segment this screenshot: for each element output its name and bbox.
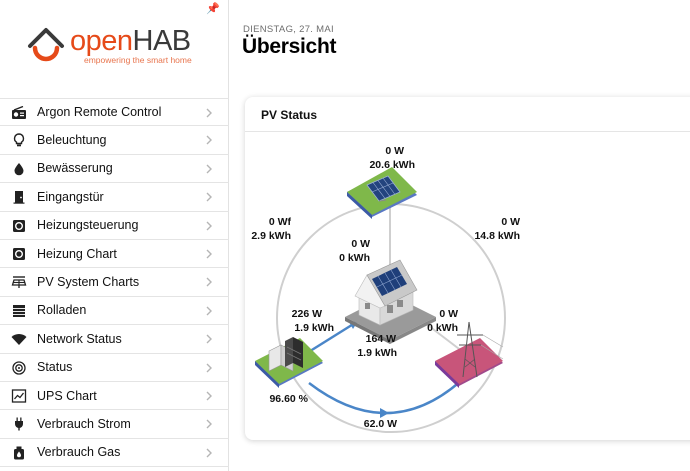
solar-panel-icon — [11, 276, 27, 289]
chevron-right-icon — [206, 334, 212, 344]
chart-icon — [11, 389, 27, 403]
chevron-right-icon — [206, 448, 212, 458]
chevron-right-icon — [206, 363, 212, 373]
page-date: DIENSTAG, 27. MAI — [243, 24, 334, 35]
sidebar-item-verbrauch-gas[interactable]: Verbrauch Gas — [0, 439, 229, 468]
card-title: PV Status — [261, 108, 318, 122]
sidebar-item-label: Eingangstür — [37, 189, 104, 204]
right-energy-label: 14.8 kWh — [474, 230, 520, 242]
sidebar-item-label: Argon Remote Control — [37, 105, 162, 120]
gas-icon — [14, 446, 24, 460]
plug-icon — [15, 417, 23, 431]
center-power-label: 0 W — [351, 238, 370, 250]
sidebar-item-label: Network Status — [37, 331, 122, 346]
sidebar-menu: Argon Remote Control Beleuchtung Bewässe… — [0, 98, 229, 468]
flow-line-battery-grid — [308, 378, 464, 415]
sidebar-item-eingangstuer[interactable]: Eingangstür — [0, 183, 229, 212]
bottom-power-label: 62.0 W — [364, 418, 397, 430]
solar-panel-icon — [366, 175, 401, 202]
water-drop-icon — [14, 162, 24, 176]
sidebar-item-label: Status — [37, 360, 73, 375]
pin-icon[interactable]: 📌 — [206, 3, 220, 15]
sidebar-item-rolladen[interactable]: Rolladen — [0, 297, 229, 326]
sidebar-item-heizung-chart[interactable]: Heizung Chart — [0, 240, 229, 269]
sidebar-item-label: Heizung Chart — [37, 246, 117, 261]
openhab-logo-icon — [28, 28, 64, 62]
sidebar-item-label: Rolladen — [37, 303, 87, 318]
solar-power-label: 0 W — [385, 145, 404, 157]
sidebar-item-label: Beleuchtung — [37, 133, 107, 148]
pv-flow-diagram: 0 W 20.6 kWh 0 Wf 2.9 kWh 0 W 14.8 kWh 0… — [251, 145, 520, 433]
power-pylon-icon — [457, 321, 504, 378]
lightbulb-icon — [13, 133, 25, 147]
chevron-right-icon — [206, 249, 212, 259]
chevron-right-icon — [206, 192, 212, 202]
battery-soc-label: 96.60 % — [269, 393, 308, 405]
chevron-right-icon — [206, 164, 212, 174]
heating-icon — [13, 219, 25, 232]
sidebar-item-argon-remote-control[interactable]: Argon Remote Control — [0, 98, 229, 127]
wifi-icon — [11, 334, 27, 346]
battery-icon — [268, 337, 303, 372]
chevron-right-icon — [206, 391, 212, 401]
left-power-label: 0 Wf — [269, 216, 292, 228]
left-energy-label: 2.9 kWh — [251, 230, 291, 242]
grid-house-power-label: 0 W — [439, 308, 458, 320]
flow-arrow-battery-grid — [380, 408, 389, 418]
sidebar-item-beleuchtung[interactable]: Beleuchtung — [0, 126, 229, 155]
battery-node[interactable] — [255, 337, 323, 388]
sidebar-item-label: Heizungsteuerung — [37, 218, 139, 233]
chevron-right-icon — [206, 277, 212, 287]
pv-status-card[interactable]: PV Status — [245, 97, 690, 440]
logo-wordmark: openHAB — [70, 25, 191, 57]
grid-house-energy-label: 0 kWh — [427, 322, 458, 334]
sidebar-item-pv-system-charts[interactable]: PV System Charts — [0, 268, 229, 297]
house-icon — [354, 259, 418, 326]
page-title: Übersicht — [242, 35, 337, 58]
logo-tagline: empowering the smart home — [84, 55, 192, 65]
chevron-right-icon — [206, 306, 212, 316]
card-header — [245, 97, 690, 132]
sidebar-item-status[interactable]: Status — [0, 354, 229, 382]
openhab-logo[interactable]: openHAB empowering the smart home — [26, 22, 206, 70]
sidebar-item-bewaesserung[interactable]: Bewässerung — [0, 155, 229, 184]
sidebar: 📌 openHAB empowering the smart home Argo… — [0, 0, 229, 471]
flow-line-battery-house — [306, 321, 356, 355]
door-icon — [13, 191, 25, 204]
chevron-right-icon — [206, 221, 212, 231]
center-energy-label: 0 kWh — [339, 252, 370, 264]
sidebar-item-label: PV System Charts — [37, 275, 140, 290]
chevron-right-icon — [206, 419, 212, 429]
solar-node[interactable] — [347, 167, 417, 219]
sidebar-item-label: Bewässerung — [37, 161, 113, 176]
sidebar-item-label: UPS Chart — [37, 388, 97, 403]
sidebar-item-heizungsteuerung[interactable]: Heizungsteuerung — [0, 212, 229, 240]
status-icon — [12, 360, 26, 375]
heating-icon — [13, 247, 25, 260]
sidebar-item-label: Verbrauch Gas — [37, 445, 121, 460]
house-power-label: 164 W — [366, 333, 396, 345]
blinds-icon — [13, 304, 25, 317]
chevron-right-icon — [206, 108, 212, 118]
house-energy-label: 1.9 kWh — [357, 347, 397, 359]
sidebar-item-label: Verbrauch Strom — [37, 416, 131, 431]
sidebar-item-network-status[interactable]: Network Status — [0, 325, 229, 354]
solar-energy-label: 20.6 kWh — [369, 159, 415, 171]
sidebar-item-ups-chart[interactable]: UPS Chart — [0, 382, 229, 411]
grid-node[interactable] — [435, 321, 504, 388]
right-power-label: 0 W — [501, 216, 520, 228]
chevron-right-icon — [206, 135, 212, 145]
battery-house-energy-label: 1.9 kWh — [294, 322, 334, 334]
radio-icon — [12, 106, 26, 119]
sidebar-item-verbrauch-strom[interactable]: Verbrauch Strom — [0, 410, 229, 439]
battery-house-power-label: 226 W — [292, 308, 322, 320]
house-node[interactable] — [345, 259, 436, 344]
